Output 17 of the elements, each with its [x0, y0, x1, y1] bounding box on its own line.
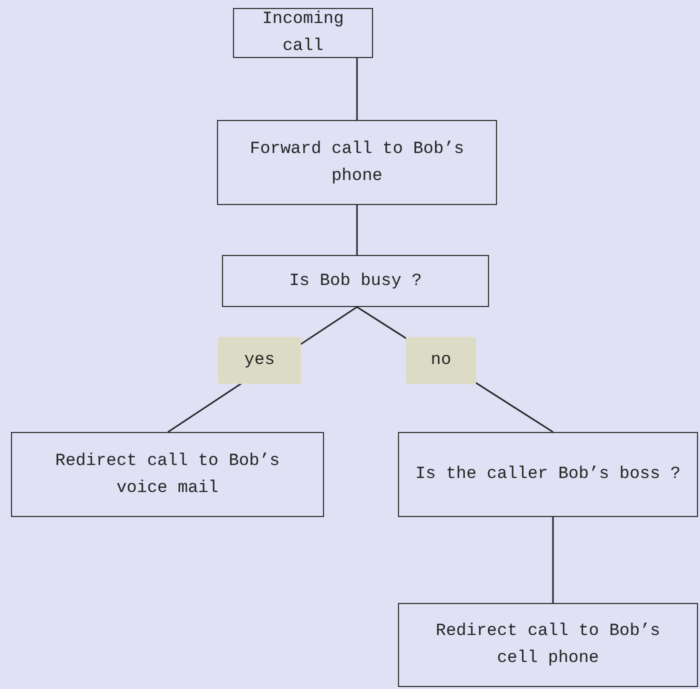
connector-line: [552, 517, 554, 603]
process-box: [11, 432, 324, 517]
decision-box: [398, 432, 698, 517]
node-text: Redirect call to Bob’s cell phone: [434, 621, 662, 670]
edge-label: no: [406, 337, 476, 384]
node-text: Is Bob busy ?: [289, 270, 422, 292]
connector-line: [356, 58, 358, 120]
decision-box: [222, 255, 489, 307]
connector-line: [356, 205, 358, 255]
node-text: Forward call to Bob’s phone: [248, 138, 466, 188]
process-box: [398, 603, 698, 687]
process-box: [233, 8, 373, 58]
node-text: Incoming call: [261, 9, 345, 58]
process-box: [217, 120, 497, 205]
node-text: Is the caller Bob’s boss ?: [415, 464, 681, 486]
node-text: Redirect call to Bob’s voice mail: [54, 450, 281, 500]
edge-label: yes: [218, 337, 301, 384]
